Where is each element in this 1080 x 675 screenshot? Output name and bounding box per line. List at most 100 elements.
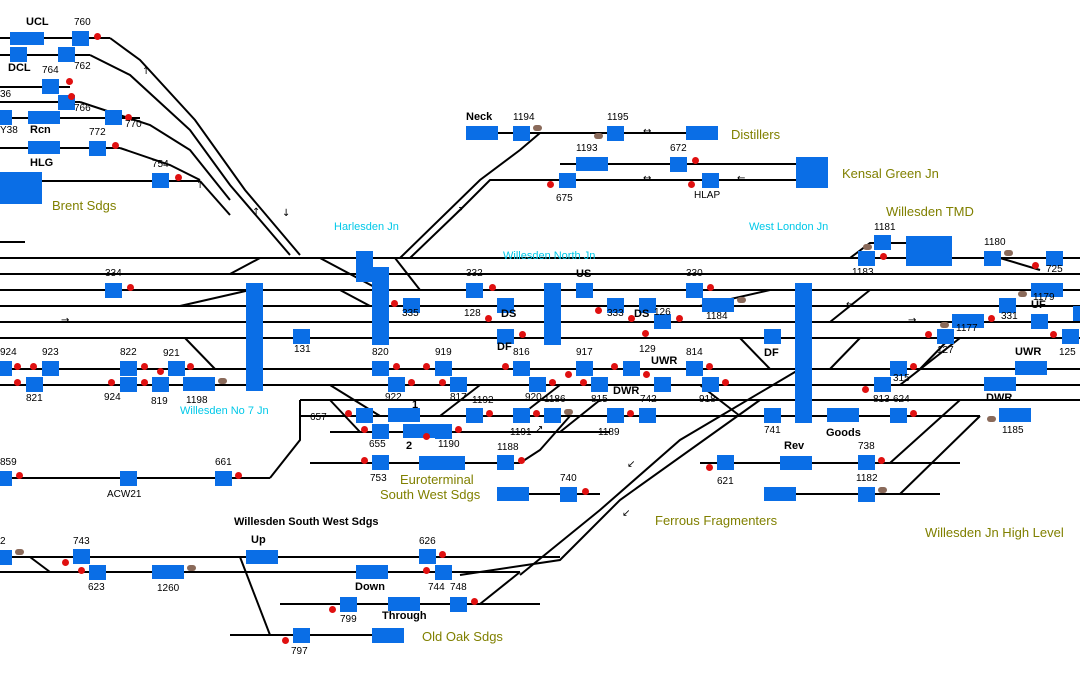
berth[interactable] xyxy=(639,298,656,313)
berth[interactable] xyxy=(513,408,530,423)
berth[interactable] xyxy=(466,408,483,423)
berth[interactable] xyxy=(72,31,89,46)
signal-icon[interactable] xyxy=(1032,262,1039,269)
berth[interactable] xyxy=(1031,283,1063,297)
berth[interactable] xyxy=(827,408,859,422)
signal-icon[interactable] xyxy=(706,363,713,370)
berth[interactable] xyxy=(42,79,59,94)
berth[interactable] xyxy=(450,597,467,612)
signal-icon[interactable] xyxy=(595,307,602,314)
signal-icon[interactable] xyxy=(862,386,869,393)
berth[interactable] xyxy=(513,126,530,141)
berth[interactable] xyxy=(73,549,90,564)
signal-icon[interactable] xyxy=(141,363,148,370)
berth[interactable] xyxy=(340,597,357,612)
signal-icon[interactable] xyxy=(282,637,289,644)
berth[interactable] xyxy=(874,235,891,250)
berth[interactable] xyxy=(372,628,404,643)
berth[interactable] xyxy=(513,361,530,376)
berth[interactable] xyxy=(576,283,593,298)
signal-icon[interactable] xyxy=(439,379,446,386)
signal-icon[interactable] xyxy=(361,457,368,464)
signal-icon[interactable] xyxy=(78,567,85,574)
berth[interactable] xyxy=(796,157,828,188)
signal-icon[interactable] xyxy=(643,371,650,378)
berth[interactable] xyxy=(497,298,514,313)
signal-icon[interactable] xyxy=(988,315,995,322)
signal-icon[interactable] xyxy=(345,410,352,417)
berth[interactable] xyxy=(937,329,954,344)
berth[interactable] xyxy=(26,377,43,392)
berth[interactable] xyxy=(999,408,1031,422)
berth[interactable] xyxy=(984,377,1016,391)
signal-icon[interactable] xyxy=(910,410,917,417)
signal-icon[interactable] xyxy=(423,363,430,370)
ground-signal-icon[interactable] xyxy=(1018,291,1027,297)
signal-icon[interactable] xyxy=(582,488,589,495)
berth[interactable] xyxy=(670,157,687,172)
signal-icon[interactable] xyxy=(642,330,649,337)
signal-icon[interactable] xyxy=(627,410,634,417)
berth[interactable] xyxy=(105,283,122,298)
berth[interactable] xyxy=(58,47,75,62)
berth[interactable] xyxy=(42,361,59,376)
berth[interactable] xyxy=(152,377,169,392)
signal-icon[interactable] xyxy=(611,363,618,370)
berth[interactable] xyxy=(28,141,60,154)
signal-icon[interactable] xyxy=(489,284,496,291)
berth[interactable] xyxy=(999,298,1016,313)
signal-icon[interactable] xyxy=(628,315,635,322)
berth[interactable] xyxy=(780,456,812,470)
berth[interactable] xyxy=(858,487,875,502)
signal-icon[interactable] xyxy=(235,472,242,479)
berth[interactable] xyxy=(168,361,185,376)
ground-signal-icon[interactable] xyxy=(187,565,196,571)
signal-icon[interactable] xyxy=(722,379,729,386)
signal-icon[interactable] xyxy=(14,379,21,386)
ground-signal-icon[interactable] xyxy=(218,378,227,384)
berth[interactable] xyxy=(89,141,106,156)
signal-icon[interactable] xyxy=(533,410,540,417)
berth[interactable] xyxy=(419,549,436,564)
signal-icon[interactable] xyxy=(393,363,400,370)
signal-icon[interactable] xyxy=(688,181,695,188)
berth[interactable] xyxy=(372,361,389,376)
berth[interactable] xyxy=(890,361,907,376)
signal-icon[interactable] xyxy=(549,379,556,386)
berth[interactable] xyxy=(28,111,60,124)
berth[interactable] xyxy=(686,126,718,140)
signal-icon[interactable] xyxy=(141,379,148,386)
berth[interactable] xyxy=(544,408,561,423)
signal-icon[interactable] xyxy=(439,551,446,558)
berth[interactable] xyxy=(372,424,389,439)
signal-icon[interactable] xyxy=(62,559,69,566)
signal-icon[interactable] xyxy=(925,331,932,338)
ground-signal-icon[interactable] xyxy=(594,133,603,139)
signal-icon[interactable] xyxy=(547,181,554,188)
berth[interactable] xyxy=(372,455,389,470)
berth[interactable] xyxy=(623,361,640,376)
berth[interactable] xyxy=(906,236,952,266)
berth[interactable] xyxy=(152,565,184,579)
berth[interactable] xyxy=(858,455,875,470)
berth[interactable] xyxy=(0,110,12,125)
berth[interactable] xyxy=(293,628,310,643)
berth[interactable] xyxy=(0,550,12,565)
signal-icon[interactable] xyxy=(518,457,525,464)
berth[interactable] xyxy=(686,361,703,376)
berth[interactable] xyxy=(246,550,278,564)
berth[interactable] xyxy=(717,455,734,470)
berth[interactable] xyxy=(388,408,420,422)
berth[interactable] xyxy=(0,172,42,204)
signal-icon[interactable] xyxy=(423,567,430,574)
berth[interactable] xyxy=(858,251,875,266)
signal-icon[interactable] xyxy=(30,363,37,370)
berth[interactable] xyxy=(497,487,529,501)
berth[interactable] xyxy=(0,471,12,486)
berth[interactable] xyxy=(435,361,452,376)
signal-icon[interactable] xyxy=(94,33,101,40)
berth[interactable] xyxy=(952,314,984,328)
signal-icon[interactable] xyxy=(580,379,587,386)
berth[interactable] xyxy=(403,424,435,438)
ground-signal-icon[interactable] xyxy=(863,244,872,250)
